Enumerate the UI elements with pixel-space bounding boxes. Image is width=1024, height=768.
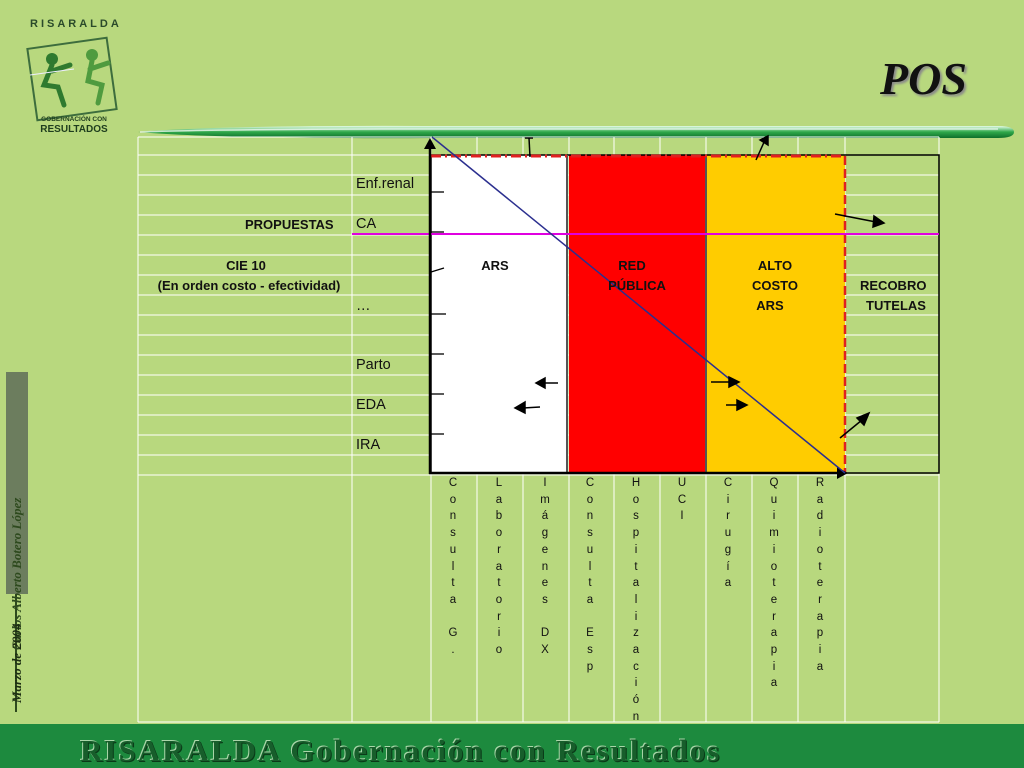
- red-publica-zone: [569, 155, 705, 473]
- service-laboratorio: L a b o r a t o r i o: [495, 477, 503, 657]
- cie10-subtitle: (En orden costo - efectividad): [157, 278, 341, 293]
- alto-costo-zone: [707, 155, 845, 473]
- arrow-alto-costo-right-2-icon: [726, 398, 749, 412]
- condition-parto: Parto: [356, 357, 391, 373]
- service-consulta-g: C o n s u l t a G .: [448, 477, 458, 657]
- service-uci: U C I: [677, 477, 687, 523]
- zone-red-label-2: PÚBLICA: [608, 278, 666, 293]
- zone-alto-costo-label-3: ARS: [756, 298, 784, 313]
- logo-bottom-text: RESULTADOS: [40, 124, 108, 135]
- service-imagenes-dx: I m á g e n e s D X: [540, 477, 550, 657]
- slide-title: POS: [880, 53, 967, 104]
- propuestas-label: PROPUESTAS: [245, 217, 334, 232]
- y-axis-arrowhead-icon: [424, 138, 436, 149]
- arrow-top-alto-costo-icon: [755, 134, 769, 161]
- condition-ellipsis: …: [356, 298, 371, 314]
- zone-ars-label: ARS: [481, 258, 509, 273]
- arrow-alto-costo-right-1-icon: [711, 375, 741, 389]
- zone-alto-costo-label-2: COSTO: [752, 278, 798, 293]
- arrow-ars-left-1-icon: [534, 376, 558, 390]
- y-axis-ticks: [430, 191, 446, 435]
- footer-band: [0, 724, 1024, 768]
- side-author-panel: [6, 372, 28, 594]
- logo-figures-icon: [26, 36, 118, 122]
- logo-mid-text: GOBERNACIÓN CON: [41, 116, 107, 123]
- service-cirugia: C i r u g í a: [723, 477, 733, 590]
- zone-recobro-label-1: RECOBRO: [860, 278, 927, 293]
- cie10-label: CIE 10: [226, 258, 266, 273]
- arrow-recobro-ca-icon: [834, 213, 886, 229]
- x-axis-arrowhead-icon: [837, 467, 848, 479]
- zone-red-label-1: RED: [618, 258, 646, 273]
- service-radioterapia: R a d i o t e r a p i a: [815, 477, 825, 673]
- risaralda-logo: [22, 15, 130, 135]
- service-hospitalizacion: H o s p i t a l i z a c i ó n: [631, 477, 641, 723]
- decorative-top-bar: [138, 121, 1014, 143]
- zone-alto-costo-label-1: ALTO: [757, 258, 793, 273]
- service-quimioterapia: Q u i m i o t e r a p i a: [769, 477, 779, 690]
- condition-ira: IRA: [356, 437, 381, 453]
- zone-recobro-label-2: TUTELAS: [866, 298, 926, 313]
- condition-enf-renal: Enf.renal: [356, 176, 415, 192]
- logo-top-text: RISARALDA: [30, 18, 122, 30]
- ars-zone: [431, 155, 567, 473]
- flow-arrows: [513, 134, 886, 439]
- arrow-top-ars-icon: [525, 137, 533, 158]
- cost-effectiveness-diagonal: [431, 136, 846, 474]
- condition-ca: CA: [356, 216, 377, 232]
- arrow-ars-left-2-icon: [513, 400, 541, 415]
- condition-eda: EDA: [356, 397, 386, 413]
- service-consulta-esp: C o n s u l t a E s p: [585, 477, 595, 673]
- footer-banner-text: RISARALDA Gobernación con Resultados: [80, 733, 722, 768]
- arrow-recobro-ira-icon: [839, 411, 871, 439]
